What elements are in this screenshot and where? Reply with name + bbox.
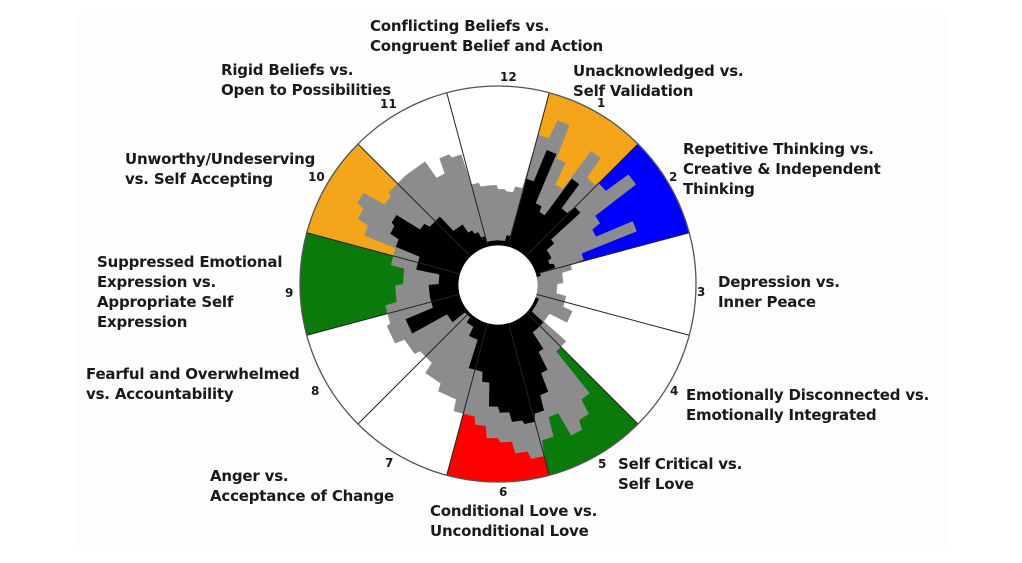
sector-divider	[507, 92, 550, 246]
sector-number-12: 12	[500, 70, 517, 84]
sector-label-8: Fearful and Overwhelmed vs. Accountabili…	[86, 365, 300, 403]
sector-divider	[525, 311, 639, 425]
sector-number-2: 2	[669, 170, 678, 184]
sector-divider	[306, 232, 460, 275]
sector-label-12: Conflicting Beliefs vs. Congruent Belief…	[370, 17, 604, 55]
sector-divider	[536, 293, 690, 336]
sector-label-11: Rigid Beliefs vs. Open to Possibilities	[221, 61, 391, 99]
sector-wedge-9	[300, 232, 498, 336]
sector-number-6: 6	[499, 485, 508, 499]
sector-number-3: 3	[697, 285, 706, 299]
sector-number-4: 4	[670, 384, 679, 398]
sector-divider	[446, 92, 489, 246]
sector-label-7: Anger vs. Acceptance of Change	[210, 467, 395, 505]
sector-number-11: 11	[380, 97, 397, 111]
sector-label-5: Self Critical vs. Self Love	[618, 455, 743, 493]
sector-number-5: 5	[598, 457, 607, 471]
sector-divider	[357, 311, 471, 425]
sector-divider	[306, 293, 460, 336]
sector-number-8: 8	[311, 384, 320, 398]
sector-dividers	[306, 92, 690, 476]
sector-divider	[446, 322, 489, 476]
sector-divider	[525, 143, 639, 257]
sector-wedge-4	[498, 284, 690, 425]
sector-label-6: Conditional Love vs. Unconditional Love	[430, 502, 598, 540]
sector-divider	[536, 232, 690, 275]
sector-label-10: Unworthy/Undeserving vs. Self Accepting	[125, 150, 316, 188]
sector-number-9: 9	[285, 286, 294, 300]
sector-number-10: 10	[308, 170, 325, 184]
outer-rim	[299, 85, 697, 483]
sector-label-4: Emotionally Disconnected vs. Emotionally…	[686, 386, 930, 424]
sector-divider	[507, 322, 550, 476]
sector-wedge-12	[446, 86, 550, 285]
sector-number-1: 1	[597, 96, 606, 110]
sector-wedge-3	[498, 232, 696, 336]
sector-label-3: Depression vs. Inner Peace	[718, 273, 840, 311]
sector-label-1: Unacknowledged vs. Self Validation	[573, 62, 744, 100]
sector-label-9: Suppressed Emotional Expression vs. Appr…	[97, 253, 283, 331]
center-hole	[458, 245, 538, 325]
sector-number-7: 7	[385, 456, 394, 470]
sector-divider	[357, 143, 471, 257]
sector-label-2: Repetitive Thinking vs. Creative & Indep…	[683, 140, 881, 198]
